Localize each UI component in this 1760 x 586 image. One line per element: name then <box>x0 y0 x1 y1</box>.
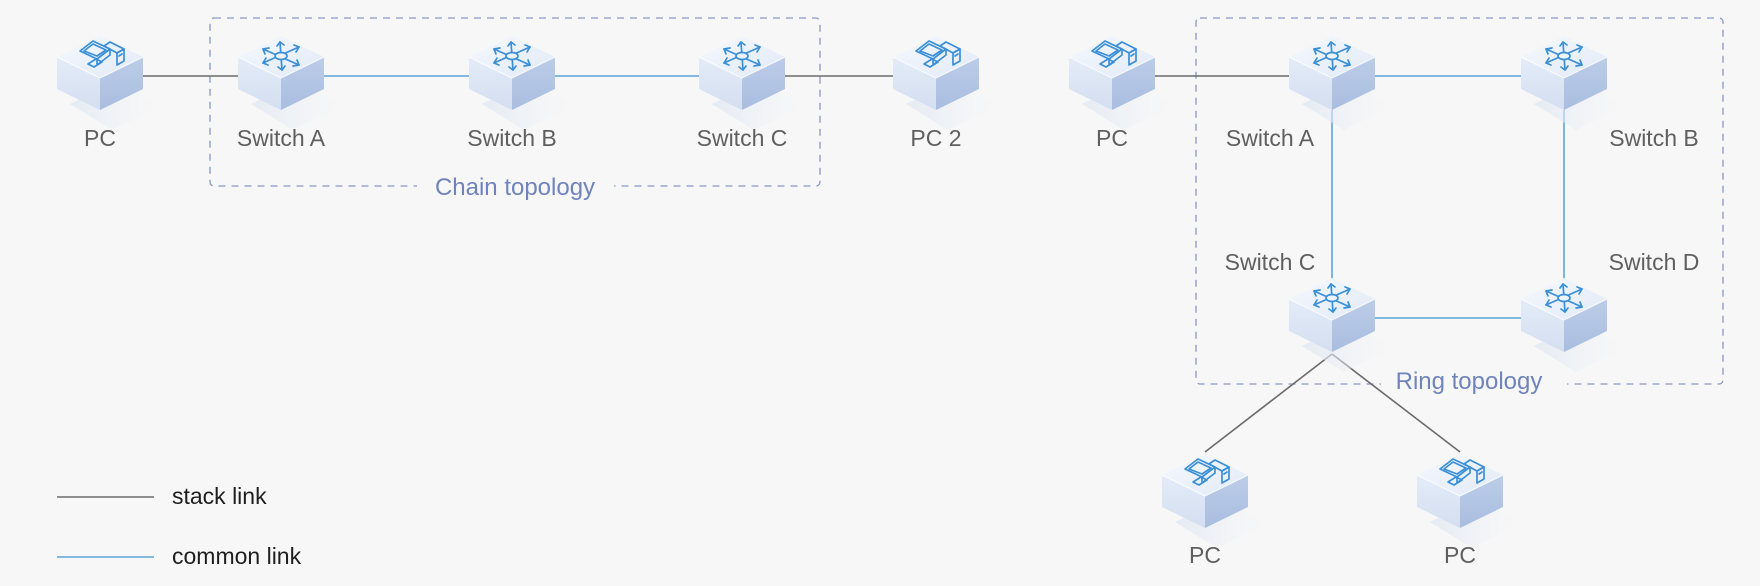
chain-switch-c: Switch C <box>697 36 802 151</box>
chain-pc-right-label: PC 2 <box>910 125 961 151</box>
legend-stack-link: stack link <box>57 483 267 509</box>
stack-link-switch-c-to-pc-right <box>1331 353 1461 453</box>
switch-icon <box>238 36 341 130</box>
chain-pc-left-label: PC <box>84 125 116 151</box>
ring-switch-d: Switch D <box>1521 249 1699 372</box>
chain-switch-c-label: Switch C <box>697 125 788 151</box>
computer-icon <box>57 36 160 130</box>
ring-switch-b: Switch B <box>1521 36 1699 151</box>
chain-topology-label: Chain topology <box>435 174 595 201</box>
ring-switch-c-label: Switch C <box>1225 249 1316 275</box>
ring-switch-c: Switch C <box>1225 249 1392 372</box>
switch-icon <box>1521 36 1624 130</box>
ring-pc-left-label: PC <box>1189 542 1221 568</box>
ring-switch-a-label: Switch A <box>1226 125 1315 151</box>
legend-common-link: common link <box>57 543 302 569</box>
computer-icon <box>893 36 996 130</box>
chain-switch-b-label: Switch B <box>467 125 556 151</box>
ring-pc-uplink-label: PC <box>1096 125 1128 151</box>
chain-switch-a: Switch A <box>237 36 341 151</box>
ring-switch-a: Switch A <box>1226 36 1392 151</box>
switch-icon <box>699 36 802 130</box>
legend-common-link-label: common link <box>172 543 302 569</box>
chain-pc-right: PC 2 <box>893 36 996 151</box>
chain-topology-box <box>209 17 821 187</box>
stack-link-switch-c-to-pc-left <box>1204 353 1333 453</box>
chain-title-mask <box>417 168 614 202</box>
ring-pc-uplink: PC <box>1069 36 1172 151</box>
switch-icon <box>1521 278 1624 372</box>
legend: stack link common link <box>57 483 302 569</box>
switch-icon <box>1289 36 1392 130</box>
chain-switch-a-label: Switch A <box>237 125 326 151</box>
ring-topology-box <box>1195 17 1724 385</box>
switch-icon <box>1289 278 1392 372</box>
legend-stack-link-label: stack link <box>172 483 267 509</box>
ring-pc-right: PC <box>1417 454 1520 568</box>
ring-title-mask <box>1381 366 1567 400</box>
ring-switch-d-label: Switch D <box>1609 249 1700 275</box>
ring-pc-right-label: PC <box>1444 542 1476 568</box>
ring-switch-b-label: Switch B <box>1609 125 1698 151</box>
ring-pc-left: PC <box>1162 454 1265 568</box>
computer-icon <box>1069 36 1172 130</box>
ring-topology-label: Ring topology <box>1396 368 1543 395</box>
chain-pc-left: PC <box>57 36 160 151</box>
chain-switch-b: Switch B <box>467 36 572 151</box>
computer-icon <box>1162 454 1265 548</box>
links <box>142 75 1565 453</box>
switch-icon <box>469 36 572 130</box>
computer-icon <box>1417 454 1520 548</box>
